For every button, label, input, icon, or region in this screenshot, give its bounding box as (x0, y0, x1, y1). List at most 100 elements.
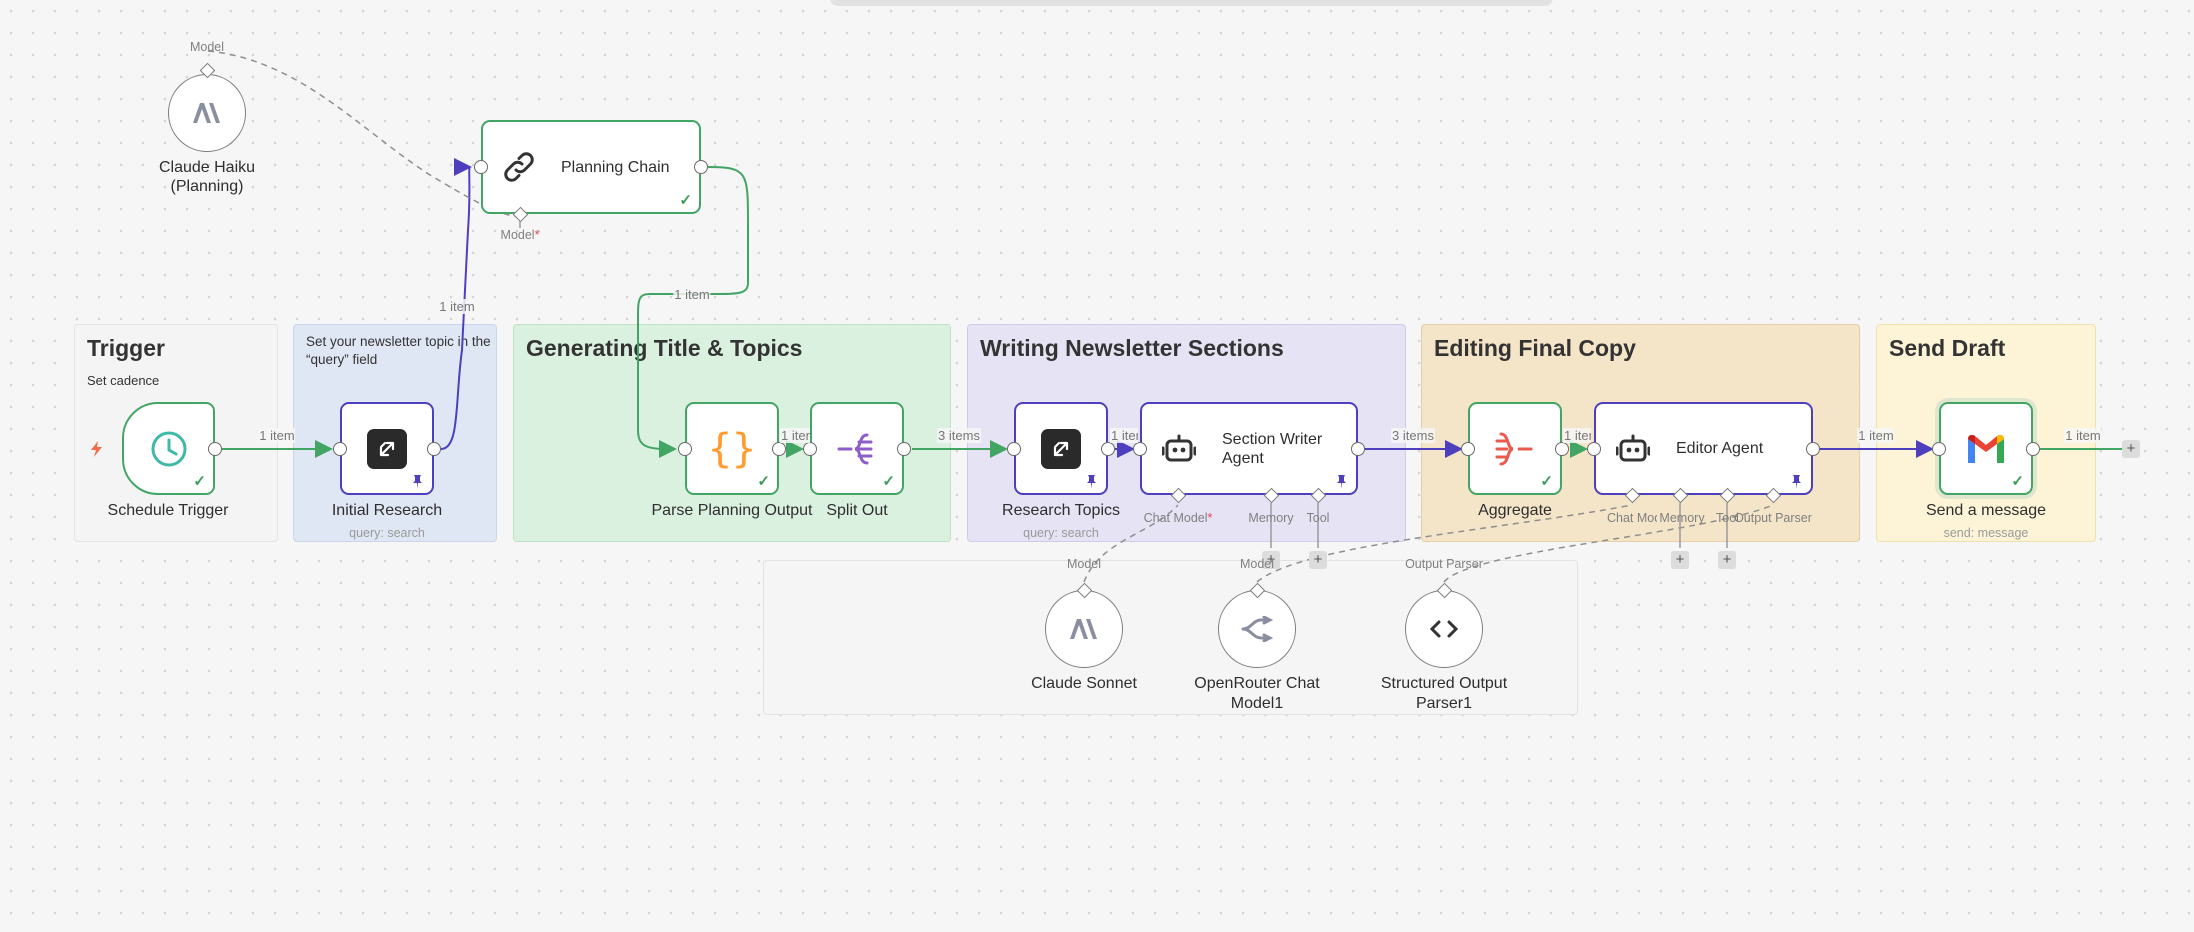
output-port[interactable] (897, 442, 911, 456)
node-label: Research Topics (1002, 502, 1120, 519)
node-label: Split Out (826, 502, 888, 519)
lightning-icon (91, 441, 102, 457)
editor-agent-node[interactable]: Editor Agent (1594, 402, 1813, 495)
sticky-title: Editing Final Copy (1434, 335, 1636, 361)
output-port[interactable] (772, 442, 786, 456)
node-label: Claude Sonnet (1031, 675, 1137, 692)
initial-research-node[interactable] (340, 402, 434, 495)
anthropic-icon (193, 103, 220, 123)
input-port[interactable] (1587, 442, 1601, 456)
pin-icon (1792, 475, 1801, 489)
input-port[interactable] (803, 442, 817, 456)
port-label-model: Model* (500, 228, 540, 242)
output-port[interactable] (1351, 442, 1365, 456)
structured-output-parser-node[interactable] (1405, 590, 1483, 668)
node-title: Editor Agent (1676, 440, 1764, 457)
port-label-tool: Tool (1716, 511, 1738, 525)
add-memory-button[interactable]: + (1671, 551, 1689, 569)
output-port[interactable] (1101, 442, 1115, 456)
output-port[interactable] (2026, 442, 2040, 456)
output-port[interactable] (1555, 442, 1569, 456)
port-label-output-parser: Output Parser (1405, 557, 1483, 571)
section-writer-agent-node[interactable]: Section Writer Agent (1140, 402, 1358, 495)
anthropic-icon (1070, 619, 1097, 639)
braces-icon: {} (707, 425, 757, 472)
edge-label: 1 item (258, 428, 296, 443)
success-check-icon: ✓ (679, 192, 692, 209)
schedule-trigger-node[interactable]: ✓ (122, 402, 215, 495)
edge-label: 3 items (1391, 428, 1435, 443)
openrouter-chat-model-node[interactable] (1218, 590, 1296, 668)
edge-label: 1 item (1110, 428, 1138, 443)
perplexity-icon (1041, 428, 1081, 469)
edge-label: 3 items (937, 428, 981, 443)
connection-research-planning (440, 158, 472, 450)
parse-planning-output-node[interactable]: {} ✓ (685, 402, 779, 495)
robot-icon (1616, 434, 1650, 461)
chain-link-icon (504, 152, 534, 182)
sticky-title: Trigger (87, 335, 165, 361)
connection-sonnet-writer (1083, 504, 1179, 583)
node-title: Section Writer Agent (1222, 430, 1323, 467)
output-port[interactable] (427, 442, 441, 456)
node-param: query: search (349, 526, 425, 540)
output-port[interactable] (1806, 442, 1820, 456)
gmail-icon (1968, 434, 2004, 463)
split-out-node[interactable]: ✓ (810, 402, 904, 495)
port-label-model: Model (1239, 557, 1275, 571)
node-label: OpenRouter Chat Model1 (1194, 675, 1320, 712)
edge-label: 1 item (1563, 428, 1591, 443)
node-param: query: search (1023, 526, 1099, 540)
aggregate-node[interactable]: ✓ (1468, 402, 1562, 495)
code-brackets-icon (1429, 620, 1459, 638)
port-label-model: Model (1066, 557, 1102, 571)
edge-label: 1 item (1857, 428, 1895, 443)
openrouter-icon (1241, 616, 1273, 642)
node-param: send: message (1943, 526, 2029, 540)
pin-icon (413, 475, 422, 489)
clock-icon (151, 431, 186, 466)
input-port[interactable] (1133, 442, 1147, 456)
split-out-icon (837, 433, 873, 464)
sticky-title: Send Draft (1889, 335, 2006, 361)
research-topics-node[interactable] (1014, 402, 1108, 495)
output-port[interactable] (208, 442, 222, 456)
send-message-node[interactable]: ✓ (1939, 402, 2033, 495)
success-check-icon: ✓ (882, 473, 895, 490)
sticky-title: Generating Title & Topics (526, 335, 803, 361)
edge-label: 1 item (673, 287, 711, 302)
claude-haiku-node[interactable] (168, 74, 246, 152)
input-port[interactable] (678, 442, 692, 456)
input-port[interactable] (1461, 442, 1475, 456)
edge-label: 1 item (2064, 428, 2102, 443)
node-label: Structured Output Parser1 (1380, 675, 1508, 712)
node-label: Parse Planning Output (651, 502, 813, 519)
pin-icon (1337, 475, 1346, 489)
input-port[interactable] (1007, 442, 1021, 456)
claude-sonnet-node[interactable] (1045, 590, 1123, 668)
sticky-title: Writing Newsletter Sections (980, 335, 1284, 361)
node-label: Initial Research (331, 502, 443, 519)
output-port[interactable] (694, 160, 708, 174)
input-port[interactable] (474, 160, 488, 174)
node-label: Aggregate (1478, 502, 1552, 519)
node-label: Claude Haiku (Planning) (158, 159, 256, 195)
add-tool-button[interactable]: + (1309, 551, 1327, 569)
input-port[interactable] (1932, 442, 1946, 456)
add-memory-button[interactable]: + (1262, 551, 1280, 569)
connection-planning-parse (637, 166, 749, 458)
success-check-icon: ✓ (1540, 473, 1553, 490)
success-check-icon: ✓ (193, 473, 206, 490)
pin-icon (1087, 475, 1096, 489)
add-tool-button[interactable]: + (1718, 551, 1736, 569)
node-label: Send a message (1925, 502, 2047, 519)
input-port[interactable] (333, 442, 347, 456)
add-node-button[interactable]: + (2122, 440, 2140, 458)
edge-label: 1 item (780, 428, 810, 443)
sticky-subtitle: Set cadence (87, 373, 160, 388)
port-label-output-parser: Output Parser (1734, 511, 1812, 525)
node-title: Planning Chain (561, 158, 670, 176)
port-label-chat-model: Chat Model* (1143, 511, 1213, 525)
aggregate-icon (1495, 432, 1533, 465)
planning-chain-node[interactable]: Planning Chain ✓ (481, 120, 701, 214)
